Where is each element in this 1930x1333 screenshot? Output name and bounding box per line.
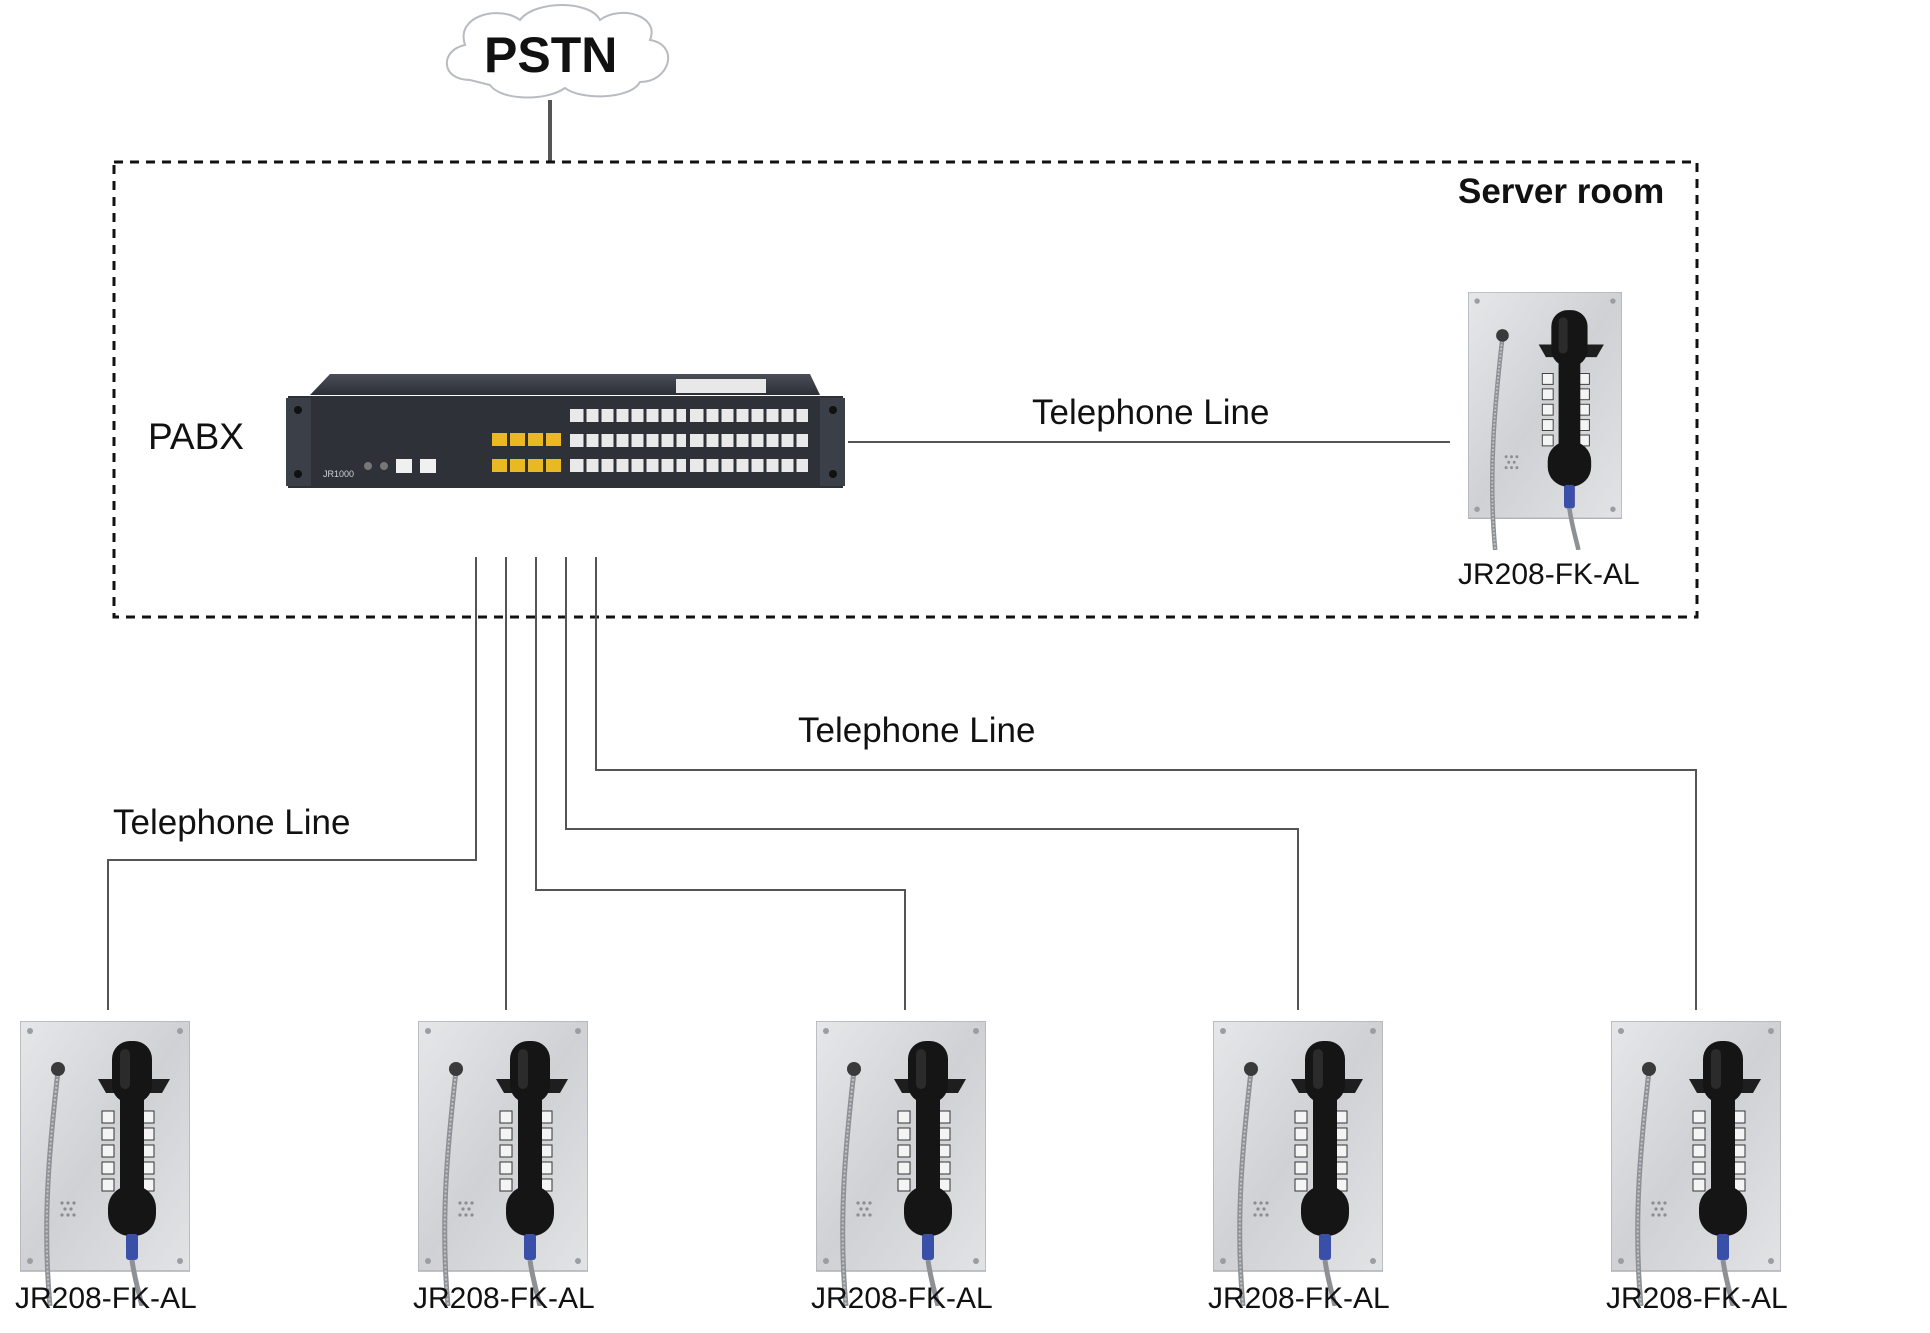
- pstn-label: PSTN: [484, 27, 618, 83]
- field-phone-label-2: JR208-FK-AL: [413, 1282, 595, 1315]
- field-phone-1: [20, 1021, 190, 1306]
- field-phone-label-4: JR208-FK-AL: [1208, 1282, 1390, 1315]
- field-phone-4: [1213, 1021, 1383, 1306]
- field-line-1: [107, 557, 477, 1010]
- server-room-phone: [1468, 292, 1622, 550]
- field-phone-label-5: JR208-FK-AL: [1606, 1282, 1788, 1315]
- field-phone-5: [1611, 1021, 1781, 1306]
- field-line-label-right: Telephone Line: [798, 711, 1036, 750]
- server-phone-label: JR208-FK-AL: [1458, 558, 1640, 591]
- field-phone-label-3: JR208-FK-AL: [811, 1282, 993, 1315]
- pabx-model-text: JR1000: [323, 469, 354, 479]
- pabx-device: JR1000: [286, 374, 845, 488]
- field-line-5: [595, 557, 1697, 1010]
- field-lines: [107, 557, 1697, 1010]
- server-room-label: Server room: [1458, 172, 1665, 211]
- field-phone-3: [816, 1021, 986, 1306]
- field-phone-label-1: JR208-FK-AL: [15, 1282, 197, 1315]
- server-line-label: Telephone Line: [1032, 393, 1270, 432]
- field-line-3: [535, 557, 906, 1010]
- pstn-cloud: [445, 4, 670, 99]
- field-line-4: [565, 557, 1299, 1010]
- field-line-label-left: Telephone Line: [113, 803, 351, 842]
- field-phone-2: [418, 1021, 588, 1306]
- pabx-label: PABX: [148, 416, 244, 457]
- server-room-boundary: [112, 160, 1699, 619]
